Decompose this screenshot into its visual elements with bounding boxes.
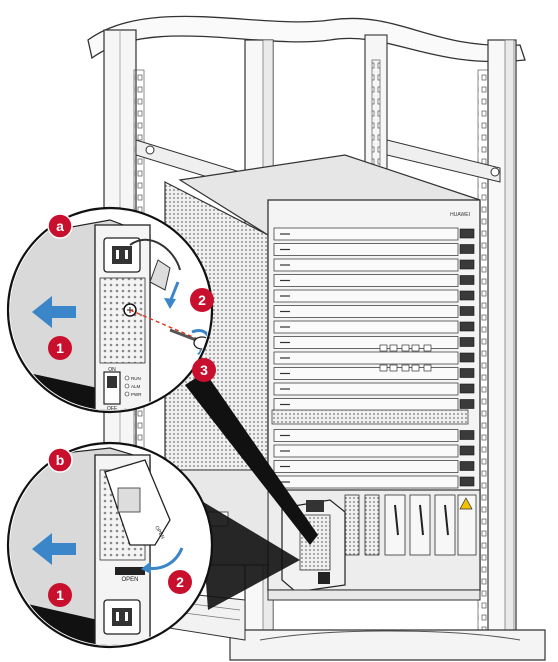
board-slot (273, 258, 459, 272)
ejector-handle (459, 368, 475, 378)
rack-base (229, 629, 546, 661)
board-slot (273, 227, 459, 241)
ejector-handle (459, 445, 475, 456)
side-rail-right (386, 139, 501, 183)
svg-text:1: 1 (56, 340, 64, 356)
interface-ports (379, 344, 432, 372)
board-slots (273, 227, 459, 489)
board-slot (273, 429, 459, 442)
board-slot (273, 289, 459, 303)
ejector-handle (459, 290, 475, 301)
svg-text:OFF: OFF (107, 406, 117, 412)
push-arrow-icon (32, 296, 76, 328)
push-arrow-icon-b (32, 533, 76, 565)
ejector-handle (459, 259, 475, 270)
board-slot (273, 243, 459, 256)
callout-pointer-a (185, 372, 318, 545)
brand-logo: HUAWEI (450, 212, 470, 218)
svg-text:ON: ON (108, 367, 116, 373)
cable-clip (129, 238, 181, 271)
ejector-handle (459, 383, 475, 394)
ejector-handle (459, 321, 475, 332)
step-badge-b2 (168, 570, 192, 594)
board-slot (273, 398, 459, 411)
svg-text:2: 2 (176, 574, 184, 590)
ejector-handle (459, 337, 475, 347)
ejector-handle (459, 399, 475, 409)
callout-a: ON OFF RUN ALM PWR (6, 206, 216, 414)
callout-pointer-b (200, 500, 300, 610)
callout-badge-a (47, 213, 73, 239)
ejector-handle (459, 352, 475, 363)
ejector-handle (459, 228, 475, 239)
board-slot (273, 382, 459, 396)
ejector-handle (459, 306, 475, 316)
callout-b: OPEN OPEN b 1 2 (6, 441, 214, 649)
svg-text:RUN: RUN (131, 376, 141, 381)
svg-text:a: a (56, 218, 64, 234)
board-slot (273, 305, 459, 318)
board-ejector-handles (459, 228, 475, 487)
board-slot (273, 320, 459, 334)
warning-label-icon (459, 497, 473, 510)
step-badge-a2 (190, 288, 214, 312)
board-slot (273, 274, 459, 287)
fan-tray (271, 409, 469, 425)
svg-text:PWR: PWR (131, 392, 142, 397)
open-label: OPEN (121, 577, 138, 583)
step-badge-b1 (48, 583, 72, 607)
svg-text:2: 2 (198, 292, 206, 308)
svg-text:ALM: ALM (131, 384, 141, 389)
close-latch-arrow-icon (147, 547, 184, 570)
step-badge-a1 (48, 336, 72, 360)
board-slot (273, 460, 459, 473)
psu-leds: RUN ALM PWR (124, 375, 142, 397)
svg-text:1: 1 (56, 587, 64, 603)
screw-guide-line (129, 309, 201, 341)
ejector-handle (459, 275, 475, 285)
board-slot (273, 475, 459, 489)
psu-vent-grille (99, 277, 146, 364)
ejector-handle (459, 476, 475, 487)
svg-text:3: 3 (200, 362, 208, 378)
ejector-handle (459, 461, 475, 471)
callout-badge-b (47, 447, 73, 473)
step-badge-a3 (192, 358, 216, 382)
rack-cutaway-edge (87, 15, 526, 63)
svg-text:b: b (56, 452, 65, 468)
ejector-handle (459, 430, 475, 440)
psu-slots-installed (344, 494, 477, 556)
board-slot (273, 351, 459, 365)
ejector-handle (459, 244, 475, 254)
board-slot (273, 444, 459, 458)
